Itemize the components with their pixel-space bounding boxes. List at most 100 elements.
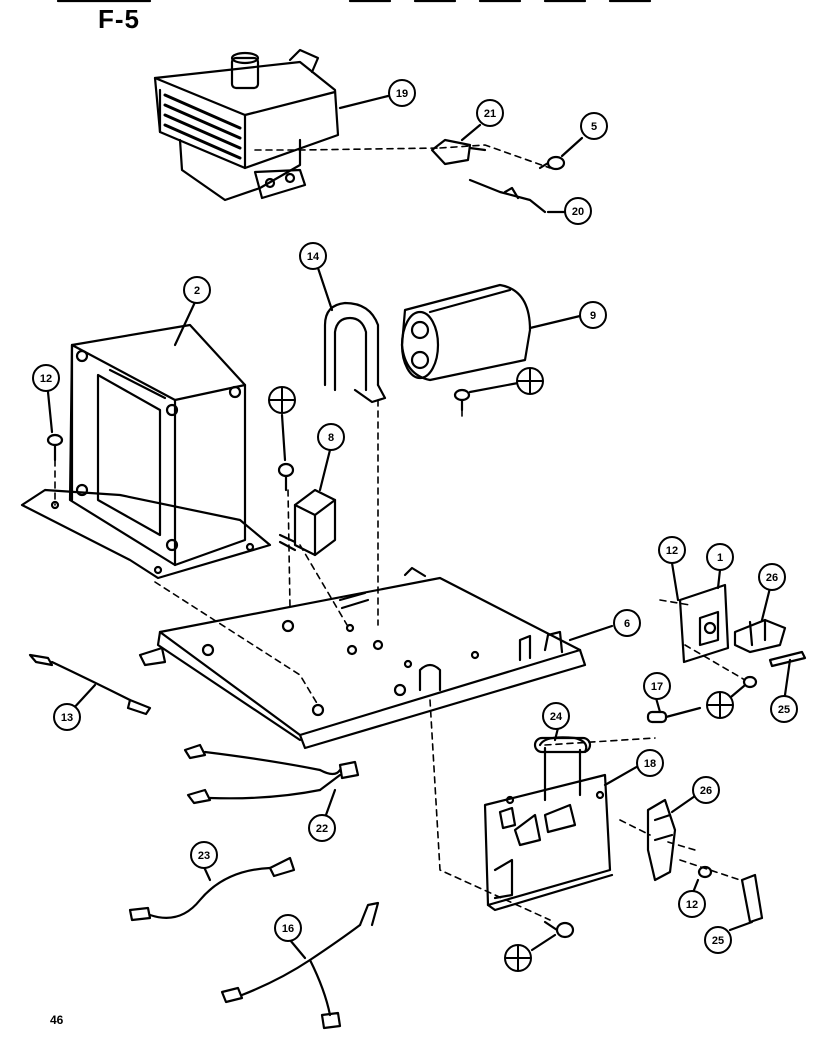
- callout-c22: 22: [308, 814, 336, 842]
- callout-label: 12: [40, 373, 52, 385]
- leader-14: [316, 266, 334, 312]
- callout-c17: 17: [643, 672, 671, 700]
- callout-c24: 24: [542, 702, 570, 730]
- callout-c21: 21: [476, 99, 504, 127]
- callout-label: 20: [572, 206, 584, 218]
- callout-label: 5: [591, 121, 597, 133]
- callout-c5: 5: [580, 112, 608, 140]
- fuse-holder: [533, 736, 592, 802]
- callout-circle: [317, 423, 345, 451]
- phillips-symbol: [706, 691, 734, 719]
- leader-23: [202, 865, 212, 882]
- leader-9: [528, 314, 582, 330]
- callout-label: 19: [396, 88, 408, 100]
- callout-label: 21: [484, 108, 496, 120]
- callout-label: 25: [778, 704, 790, 716]
- callout-label: 26: [766, 572, 778, 584]
- callout-label: 12: [666, 545, 678, 557]
- interlock-switch-upper: [733, 618, 787, 654]
- leader-18: [603, 763, 642, 787]
- screw-board: [543, 920, 575, 939]
- screw-5: [538, 155, 566, 171]
- callout-circle: [636, 749, 664, 777]
- callout-c25b: 25: [704, 926, 732, 954]
- thermal-cutout: [430, 138, 487, 166]
- callout-circle: [53, 703, 81, 731]
- phillips-symbol: [268, 386, 296, 414]
- callout-c23: 23: [190, 841, 218, 869]
- callout-label: 25: [712, 935, 724, 947]
- wire-harness-22: [183, 743, 360, 805]
- callout-label: 23: [198, 850, 210, 862]
- wire-harness-23: [128, 856, 296, 922]
- callout-label: 14: [307, 251, 320, 263]
- leader-12b: [670, 561, 680, 602]
- callout-c26: 26: [758, 563, 786, 591]
- callout-label: 17: [651, 681, 663, 693]
- leader-phillips-1: [468, 381, 520, 394]
- callout-label: 9: [590, 310, 596, 322]
- callout-c16: 16: [274, 914, 302, 942]
- callout-circle: [32, 364, 60, 392]
- callout-circle: [658, 536, 686, 564]
- control-board: [483, 773, 614, 912]
- callout-c6: 6: [613, 609, 641, 637]
- leader-16: [288, 938, 307, 960]
- base-plate: [138, 566, 587, 750]
- callout-label: 2: [194, 285, 200, 297]
- callout-circle: [476, 99, 504, 127]
- capacitor-clamp: [323, 301, 387, 404]
- wire-harness-16: [220, 901, 380, 1030]
- callout-circle: [299, 242, 327, 270]
- callout-c2: 2: [183, 276, 211, 304]
- callout-label: 12: [686, 899, 698, 911]
- assembly-lines: [54, 399, 746, 921]
- leader-21: [460, 123, 482, 142]
- callout-label: 24: [550, 711, 563, 723]
- phillips-symbol: [504, 944, 532, 972]
- magnetron: [153, 48, 340, 202]
- callout-c18: 18: [636, 749, 664, 777]
- callout-circle: [613, 609, 641, 637]
- screw-12-left: [46, 433, 64, 462]
- callout-label: 26: [700, 785, 712, 797]
- callout-circle: [183, 276, 211, 304]
- callout-circle: [388, 79, 416, 107]
- callout-circle: [190, 841, 218, 869]
- callout-label: 22: [316, 823, 328, 835]
- leader-2: [173, 298, 198, 347]
- leader-19: [338, 94, 390, 110]
- callout-c26b: 26: [692, 776, 720, 804]
- leader-26a: [760, 586, 772, 622]
- interlock-switch-lower: [646, 798, 677, 882]
- screw-bracket: [742, 675, 758, 689]
- figure-id: F-5: [98, 4, 140, 34]
- leader-24: [553, 726, 560, 742]
- assembly-line-magnetron: [254, 144, 551, 169]
- leader-5: [560, 136, 584, 158]
- callout-c13: 13: [53, 703, 81, 731]
- phillips-symbol: [516, 367, 544, 395]
- callout-label: 16: [282, 923, 294, 935]
- callout-c12c: 12: [678, 890, 706, 918]
- callout-circle: [564, 197, 592, 225]
- screw-8: [277, 462, 295, 492]
- terminal-20: [468, 178, 547, 214]
- callout-circle: [308, 814, 336, 842]
- callout-circle: [704, 926, 732, 954]
- callout-c12b: 12: [658, 536, 686, 564]
- hv-capacitor: [400, 283, 532, 382]
- callout-circle: [758, 563, 786, 591]
- callout-label: 1: [717, 552, 723, 564]
- callout-c19: 19: [388, 79, 416, 107]
- callout-label: 13: [61, 712, 73, 724]
- callout-c9: 9: [579, 301, 607, 329]
- callout-circle: [579, 301, 607, 329]
- leader-17: [654, 696, 662, 714]
- callout-label: 8: [328, 432, 334, 444]
- callout-label: 18: [644, 758, 656, 770]
- callout-c14: 14: [299, 242, 327, 270]
- callout-circle: [580, 112, 608, 140]
- callout-circle: [542, 702, 570, 730]
- callout-circle: [692, 776, 720, 804]
